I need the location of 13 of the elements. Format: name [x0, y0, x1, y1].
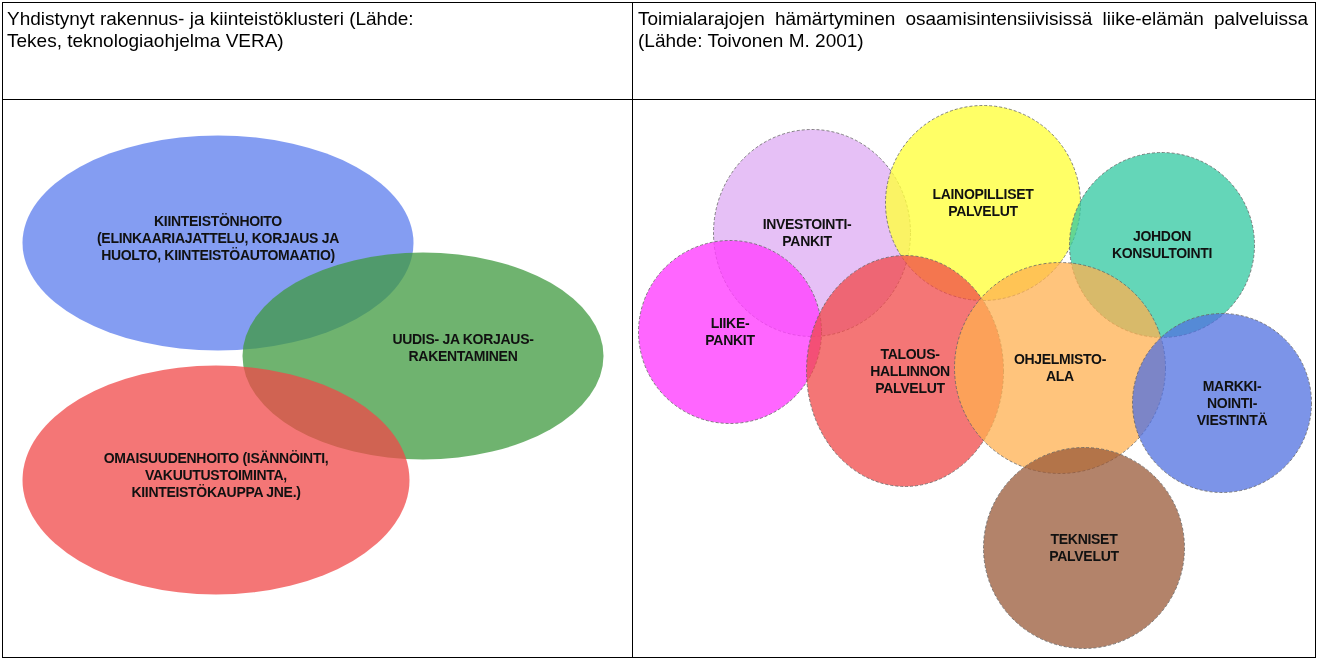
ellipse-label: LAINOPILLISET PALVELUT: [931, 186, 1035, 220]
ellipse-label: LIIKE- PANKIT: [704, 315, 756, 349]
ellipse-label: TEKNISET PALVELUT: [1048, 531, 1120, 565]
ellipse-label: MARKKI- NOINTI- VIESTINTÄ: [1195, 377, 1269, 429]
ellipse-label: TALOUS- HALLINNON PALVELUT: [869, 345, 951, 397]
ellipse-label: JOHDON KONSULTOINTI: [1110, 228, 1214, 262]
ellipse-label: UUDIS- JA KORJAUS- RAKENTAMINEN: [391, 331, 535, 365]
ellipse-label: OHJELMISTO- ALA: [1012, 351, 1108, 385]
ellipse-label: OMAISUUDENHOITO (ISÄNNÖINTI, VAKUUTUSTOIMINTA, KIINTEISTÖKAUPPA JNE.): [102, 449, 330, 501]
table-header: Toimialarajojen hämärtyminen osaamisintensiivisissä liike-elämän palveluissa (Lähde: Toivonen M. 2001): [638, 8, 1308, 52]
ellipse-label: KIINTEISTÖNHOITO (ELINKAARIAJATTELU, KORJAUS JA HUOLTO, KIINTEISTÖAUTOMAATIO): [96, 212, 340, 264]
table-header: Yhdistynyt rakennus- ja kiinteistöklusteri (Lähde: Tekes, teknologiaohjelma VERA): [7, 8, 415, 52]
ellipse-label: INVESTOINTI- PANKIT: [761, 216, 853, 250]
